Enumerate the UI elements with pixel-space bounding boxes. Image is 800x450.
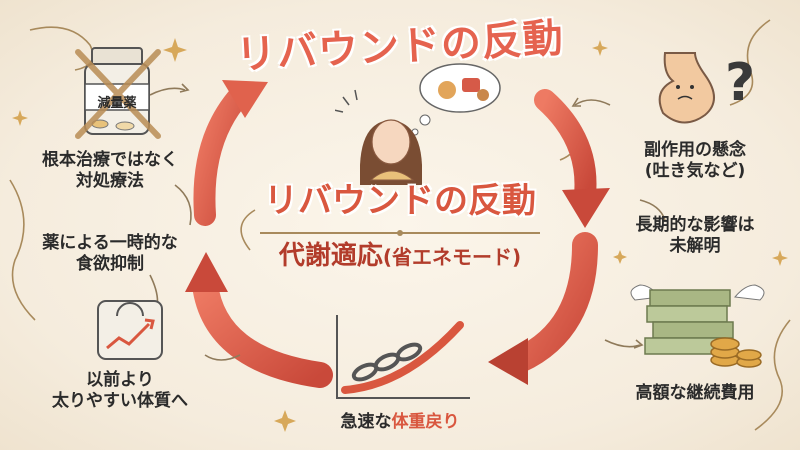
worried-woman-icon [335, 63, 501, 185]
label-bodytype-line2: 太りやすい体質へ [52, 391, 188, 412]
svg-text:?: ? [725, 53, 755, 113]
label-cost: 高額な継続費用 [635, 383, 755, 403]
label-fundamental-line2: 対処療法 [76, 171, 144, 192]
label-fundamental-line1: 根本治療ではなく [42, 150, 178, 170]
crossed-pill-bottle-icon [75, 47, 161, 139]
label-temporary: 薬による一時的な 食欲抑制 [20, 233, 200, 276]
label-bodytype: 以前より 太りやすい体質へ [30, 370, 210, 413]
chain-graph-icon [336, 315, 470, 399]
label-longterm-line1: 長期的な影響は [635, 215, 755, 235]
subtitle-paren: (省エネモード) [382, 245, 522, 269]
label-rebound-prefix: 急速な [340, 412, 392, 432]
label-side-effect: 副作用の懸念 (吐き気など) [610, 140, 780, 183]
label-longterm: 長期的な影響は 未解明 [610, 215, 780, 258]
label-longterm-line2: 未解明 [669, 236, 721, 257]
pill-bottle-label: 減量薬 [97, 96, 137, 111]
label-rebound: 急速な体重戻り [310, 412, 490, 433]
center-title: リバウンドの反動 [264, 181, 536, 221]
label-temporary-line1: 薬による一時的な [42, 233, 178, 253]
title-divider [260, 230, 540, 236]
label-fundamental: 根本治療ではなく 対処療法 [20, 150, 200, 193]
label-rebound-accent: 体重戻り [391, 412, 460, 432]
flying-money-icon [630, 284, 765, 368]
cycle-arrow-group [185, 80, 610, 388]
nauseous-stomach-icon: ? [658, 52, 755, 124]
label-temporary-line2: 食欲抑制 [76, 254, 144, 275]
scale-rising-graph-icon [97, 300, 163, 360]
label-side-effect-line1: 副作用の懸念 [644, 140, 746, 160]
subtitle-main: 代謝適応 [278, 241, 383, 271]
label-side-effect-line2: (吐き気など) [644, 161, 746, 182]
label-bodytype-line1: 以前より [86, 370, 154, 390]
center-subtitle: 代謝適応(省エネモード) [225, 240, 575, 273]
